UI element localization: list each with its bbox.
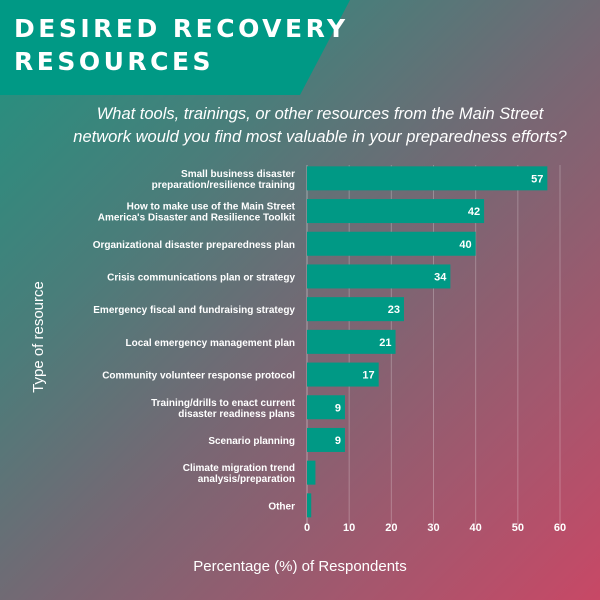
data-label: 40 [459, 239, 471, 251]
data-label: 9 [335, 402, 341, 414]
x-axis-title: Percentage (%) of Respondents [193, 558, 406, 575]
data-label: 57 [531, 173, 543, 185]
chart-subtitle: What tools, trainings, or other resource… [40, 103, 600, 149]
bar [307, 297, 404, 322]
category-label: Training/drills to enact current [151, 398, 296, 409]
subtitle-line: What tools, trainings, or other resource… [96, 105, 544, 123]
bar [307, 231, 476, 256]
category-label: Community volunteer response protocol [102, 371, 295, 382]
x-tick-label: 30 [427, 522, 439, 534]
category-label: preparation/resilience training [152, 180, 295, 191]
category-label: Crisis communications plan or strategy [107, 272, 295, 283]
bar [307, 264, 451, 289]
x-tick-label: 10 [343, 522, 355, 534]
data-label: 17 [362, 370, 374, 382]
data-label: 21 [379, 337, 391, 349]
bar [307, 493, 312, 518]
category-label: America's Disaster and Resilience Toolki… [98, 213, 296, 224]
x-tick-label: 50 [512, 522, 524, 534]
data-label: 34 [434, 271, 447, 283]
category-label: Other [268, 501, 295, 512]
data-label: 23 [388, 304, 400, 316]
bar [307, 199, 485, 224]
category-label: analysis/preparation [198, 474, 295, 485]
data-label: 42 [468, 206, 480, 218]
subtitle-line: network would you find most valuable in … [73, 128, 567, 146]
x-tick-label: 40 [470, 522, 482, 534]
category-label: Scenario planning [208, 436, 295, 447]
category-label: Small business disaster [181, 169, 295, 180]
bar [307, 166, 548, 191]
y-axis-title: Type of resource [30, 281, 47, 393]
x-tick-label: 20 [385, 522, 397, 534]
category-label: Organizational disaster preparedness pla… [93, 240, 295, 251]
category-label: Local emergency management plan [125, 338, 295, 349]
x-tick-label: 60 [554, 522, 566, 534]
title-banner [0, 0, 350, 95]
bar [307, 362, 379, 387]
category-label: Emergency fiscal and fundraising strateg… [93, 305, 295, 316]
bar [307, 460, 316, 485]
category-label: Climate migration trend [183, 463, 295, 474]
category-label: How to make use of the Main Street [127, 202, 296, 213]
category-label: disaster readiness plans [178, 409, 295, 420]
bar [307, 427, 345, 452]
x-tick-label: 0 [304, 522, 310, 534]
data-label: 9 [335, 435, 341, 447]
bar [307, 395, 345, 420]
bar [307, 329, 396, 354]
